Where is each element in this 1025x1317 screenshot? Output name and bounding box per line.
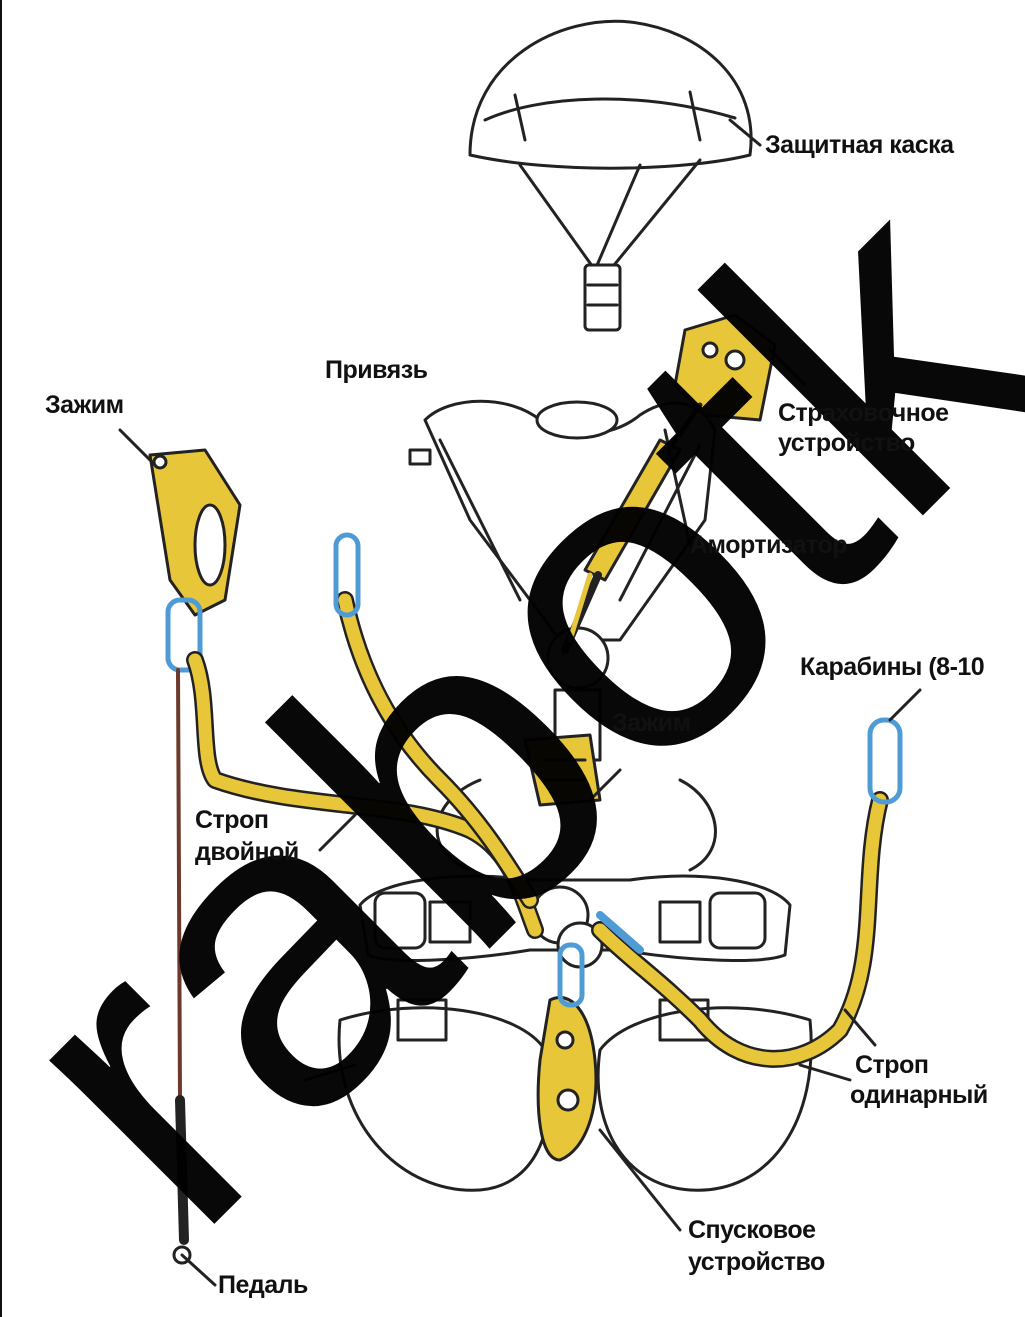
label-helmet: Защитная каска (765, 130, 954, 160)
label-carabiners: Карабины (8-10 (800, 652, 984, 682)
label-chest-ascender: Зажим (612, 708, 691, 738)
label-descender-2: устройство (688, 1247, 825, 1277)
label-belay-device-1: Страховочное (778, 398, 949, 428)
label-single-lanyard-1: Строп (855, 1050, 928, 1080)
label-single-lanyard-2: одинарный (850, 1080, 988, 1110)
label-double-lanyard-1: Строп (195, 805, 268, 835)
label-descender-1: Спусковое (688, 1215, 816, 1245)
label-hand-ascender: Зажим (45, 390, 124, 420)
label-harness: Привязь (325, 355, 428, 385)
label-shock-absorber: Амортизатор (690, 530, 847, 560)
label-double-lanyard-2: двойной (195, 837, 299, 867)
hand-ascender-drawing (150, 450, 240, 670)
label-foot-loop: Педаль (218, 1270, 308, 1300)
label-belay-device-2: устройство (778, 428, 915, 458)
